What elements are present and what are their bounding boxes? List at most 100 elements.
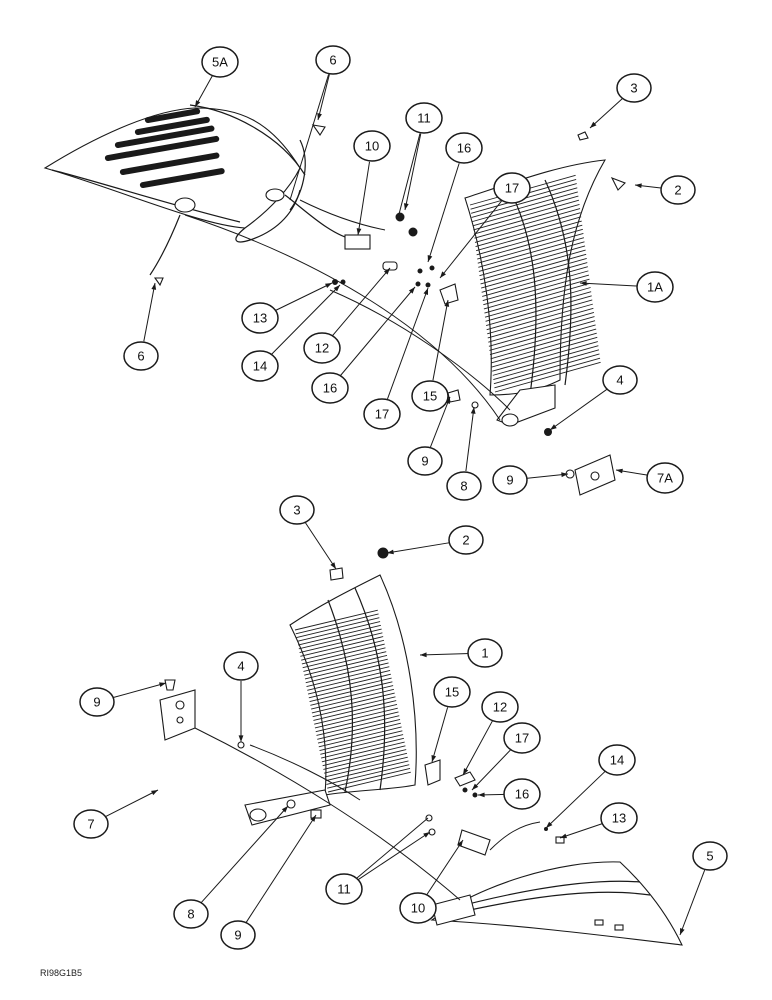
callout-circle: [220, 920, 256, 950]
callout-label: 17: [505, 181, 519, 196]
leader-arrowhead: [325, 283, 332, 289]
callout-c-1A: 1A: [636, 271, 674, 303]
leader-arrowhead: [546, 821, 553, 828]
grille-bar: [492, 345, 599, 376]
grille-1a-bars: [469, 174, 601, 393]
leader-arrowhead: [408, 287, 415, 294]
leader-arrowhead: [423, 832, 430, 838]
callout-label: 1: [481, 646, 488, 661]
callout-circle: [363, 398, 401, 430]
bracket-7a: [574, 454, 616, 496]
shield-5: [430, 861, 683, 946]
grille-bar: [305, 662, 389, 684]
callout-leaders: [104, 74, 706, 936]
callout-label: 13: [253, 311, 267, 326]
callout-label: 8: [187, 907, 194, 922]
callout-circle: [636, 271, 674, 303]
grille-bar: [486, 299, 593, 331]
grille-bar: [304, 658, 388, 680]
callout-label: 6: [329, 53, 336, 68]
leader-arrowhead: [356, 228, 362, 235]
leader-extra-c-11-top: [397, 133, 421, 219]
callout-circle: [503, 722, 541, 754]
leader-c-2-bot: [386, 541, 452, 554]
shield-5a: [43, 104, 356, 276]
leader-arrowhead: [440, 271, 446, 278]
leader-c-11-bot: [357, 831, 431, 881]
grille-1: [244, 574, 417, 826]
grille-bar: [322, 745, 406, 767]
grille-bar: [487, 303, 593, 335]
leader-arrowhead: [478, 792, 485, 798]
callout-c-11-top: 11: [405, 102, 443, 134]
callout-c-9-top-a: 9: [407, 446, 443, 476]
callout-label: 15: [423, 389, 437, 404]
callout-label: 14: [610, 753, 624, 768]
grille-bar: [484, 287, 591, 318]
callout-circle: [123, 341, 159, 371]
leader-c-17-top-a: [439, 200, 503, 279]
grille-bar: [473, 199, 580, 231]
callout-circle: [445, 132, 483, 164]
leader-c-1A: [579, 282, 640, 287]
callout-c-4-bot: 4: [223, 651, 259, 681]
leader-c-7: [104, 789, 159, 818]
hardware-bottom: [164, 547, 565, 856]
leader-arrowhead: [560, 833, 567, 839]
grille-bar: [488, 316, 595, 347]
leader-c-13-top: [274, 282, 333, 312]
callout-circle: [399, 892, 437, 924]
callout-label: 6: [137, 349, 144, 364]
leader-arrowhead: [317, 113, 322, 120]
callout-label: 4: [616, 373, 623, 388]
grille-bar: [325, 760, 409, 782]
leader-arrowhead: [403, 203, 409, 210]
callout-c-12-top: 12: [303, 332, 341, 364]
callout-circle: [241, 350, 279, 382]
callout-c-12-bot: 12: [481, 691, 519, 723]
grille-bar: [477, 233, 584, 264]
grille-bar: [485, 291, 592, 322]
leader-arrowhead: [472, 783, 479, 790]
callout-label: 9: [421, 454, 428, 469]
callout-c-17-top-a: 17: [493, 172, 531, 204]
grille-bar: [483, 278, 590, 310]
grille-bar: [476, 224, 583, 256]
leader-c-9-bot-a: [111, 682, 167, 699]
callout-c-4-top: 4: [602, 365, 638, 395]
grille-bar: [473, 203, 580, 235]
leader-arrowhead: [561, 472, 568, 478]
callout-circle: [353, 130, 391, 162]
leader-c-8-bot: [200, 805, 289, 904]
callout-label: 10: [411, 901, 425, 916]
callout-circle: [411, 380, 449, 412]
grille-bar: [485, 295, 592, 326]
callout-circle: [646, 462, 684, 494]
callout-label: 3: [630, 81, 637, 96]
leader-arrowhead: [151, 790, 158, 796]
callout-c-9-bot-a: 9: [79, 687, 115, 717]
leader-arrowhead: [470, 407, 476, 414]
leader-arrowhead: [463, 768, 469, 775]
callout-c-9-top-b: 9: [492, 465, 528, 495]
callout-c-3-top: 3: [616, 73, 652, 103]
callout-c-10-top: 10: [353, 130, 391, 162]
grille-bar: [488, 312, 595, 343]
leader-extra-c-6-top: [289, 74, 330, 201]
callout-label: 2: [462, 533, 469, 548]
bracket-7: [159, 689, 196, 741]
leader-arrowhead: [590, 121, 597, 128]
grille-bar: [299, 632, 383, 654]
grille-bar: [320, 737, 404, 759]
callout-label: 8: [460, 479, 467, 494]
leader-c-12-bot: [462, 720, 493, 776]
leader-c-15-top: [432, 299, 449, 381]
grille-1-bars: [294, 609, 411, 793]
leader-arrowhead: [333, 285, 340, 292]
callout-label: 9: [234, 928, 241, 943]
callout-c-7A: 7A: [646, 462, 684, 494]
leader-c-10-top: [357, 161, 371, 236]
callout-circle: [325, 873, 363, 905]
